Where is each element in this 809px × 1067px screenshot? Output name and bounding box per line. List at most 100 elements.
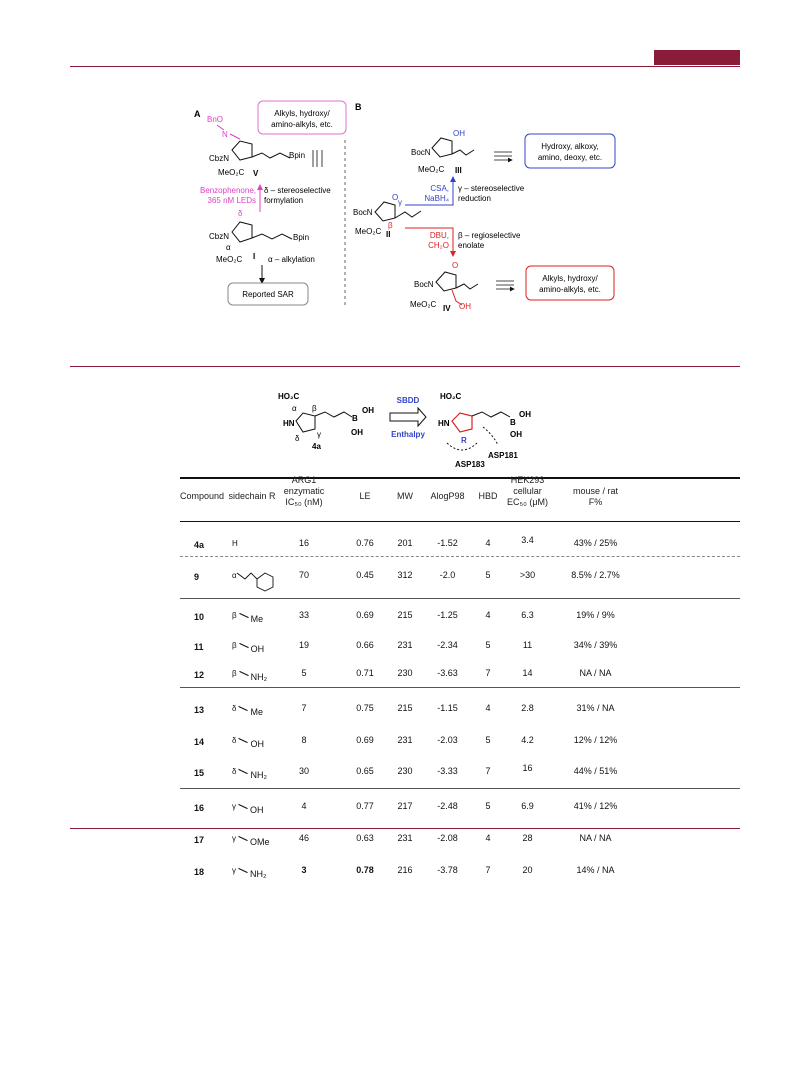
header-hbd: HBD — [473, 491, 503, 502]
atom-beta-left: β — [312, 404, 317, 413]
cell-mw: 231 — [397, 833, 413, 843]
chain-4a — [314, 411, 353, 418]
multi-arrow-top — [494, 151, 512, 160]
atom-oh-iv: OH — [459, 302, 471, 311]
sidechain-group: OH — [250, 805, 264, 815]
atom-beta: β — [388, 221, 393, 230]
allyl-iv — [455, 283, 479, 290]
atom-bocn-iii: BocN — [411, 148, 431, 157]
chain-i — [251, 233, 293, 240]
cell-id: 10 — [194, 612, 205, 622]
atom-meo2c-iv: MeO₂C — [410, 300, 436, 309]
compound-iii-label: III — [455, 166, 462, 175]
cell-id: 15 — [194, 768, 205, 778]
cell-hbd: 5 — [485, 801, 491, 811]
atom-gamma: γ — [398, 198, 402, 207]
cell-id: 9 — [194, 572, 200, 582]
interaction-183 — [446, 442, 478, 451]
cell-ec50: 20 — [522, 865, 533, 875]
sidechain-bond — [238, 706, 249, 712]
cell-f: 44% / 51% — [573, 766, 618, 776]
cell-ic50: 19 — [298, 640, 309, 650]
sidechain-group: OH — [250, 739, 264, 749]
cell-hbd: 4 — [485, 538, 491, 548]
atom-bocn-ii: BocN — [353, 208, 373, 217]
cell-hbd: 4 — [485, 833, 491, 843]
header-tab — [654, 50, 740, 65]
cell-f: 31% / NA — [576, 703, 615, 713]
cell-ic50: 33 — [298, 610, 309, 620]
atom-cbzn-v: CbzN — [209, 154, 229, 163]
header-line: cellular — [513, 486, 542, 496]
sbdd-arrow — [389, 406, 427, 428]
cell-f: 43% / 25% — [573, 538, 618, 548]
sidechain-group: OMe — [250, 837, 270, 847]
row-group-divider — [180, 556, 740, 557]
sidechain-bond — [238, 868, 248, 874]
asp181-label: ASP181 — [488, 451, 518, 460]
atom-bno: BnO — [207, 115, 223, 124]
scheme-b-box-bot — [525, 265, 615, 301]
header-line: EC₅₀ (μM) — [506, 497, 549, 507]
header-line: LE — [359, 491, 371, 501]
reagent-dbu: DBU, — [430, 231, 449, 240]
cell-alogp: -1.25 — [437, 610, 458, 620]
sidechain-position: γ — [232, 866, 236, 875]
atom-delta-left: δ — [295, 434, 300, 443]
cell-ec50: 11 — [522, 640, 533, 650]
header-line: mouse / rat — [572, 486, 619, 496]
atom-alpha: α — [226, 243, 231, 252]
header-line: Compound — [180, 491, 225, 501]
ring-iv — [435, 271, 457, 292]
cell-id: 4a — [194, 540, 205, 550]
atom-ho2c-left: HO₂C — [278, 392, 300, 401]
header-line: ARG1 — [291, 475, 317, 485]
atom-bpin-i: Bpin — [293, 233, 309, 242]
compound-iv-label: IV — [443, 304, 451, 313]
sidechain-position: δ — [232, 767, 237, 776]
bond-oxime — [216, 124, 241, 140]
cell-alogp: -2.48 — [437, 801, 458, 811]
atom-bpin-v: Bpin — [289, 151, 305, 160]
sidechain-position: α — [232, 571, 237, 580]
sidechain-position: β — [232, 641, 237, 650]
cell-le: 0.75 — [356, 703, 374, 713]
cell-le: 0.65 — [356, 766, 374, 776]
atom-gamma-left: γ — [317, 430, 321, 439]
cell-alogp: -2.0 — [439, 570, 456, 580]
cell-alogp: -3.33 — [437, 766, 458, 776]
cell-mw: 201 — [397, 538, 413, 548]
cell-hbd: 7 — [485, 865, 491, 875]
cell-alogp: -2.03 — [437, 735, 458, 745]
sidechain-position: β — [232, 669, 237, 678]
box-bot-line2: amino-alkyls, etc. — [539, 285, 601, 294]
cell-ec50: 6.9 — [521, 801, 534, 811]
cell-id: 18 — [194, 867, 205, 877]
cell-ic50: 46 — [298, 833, 309, 843]
sidechain-bond — [238, 836, 248, 842]
asp183-label: ASP183 — [455, 460, 485, 469]
cell-f: 14% / NA — [576, 865, 615, 875]
ring-4a — [295, 412, 316, 433]
reported-sar-text: Reported SAR — [242, 290, 294, 299]
hydroxymethyl-iv — [451, 289, 463, 306]
atom-hn-right: HN — [438, 419, 450, 428]
cell-le: 0.63 — [356, 833, 374, 843]
cell-ic50: 4 — [301, 801, 307, 811]
cell-hbd: 7 — [485, 668, 491, 678]
atom-r-right: R — [461, 436, 467, 445]
cell-mw: 231 — [397, 735, 413, 745]
cell-alogp: -2.34 — [437, 640, 458, 650]
sidechain-position: H — [232, 539, 238, 548]
reagent-nabh4: NaBH₄ — [424, 194, 449, 203]
